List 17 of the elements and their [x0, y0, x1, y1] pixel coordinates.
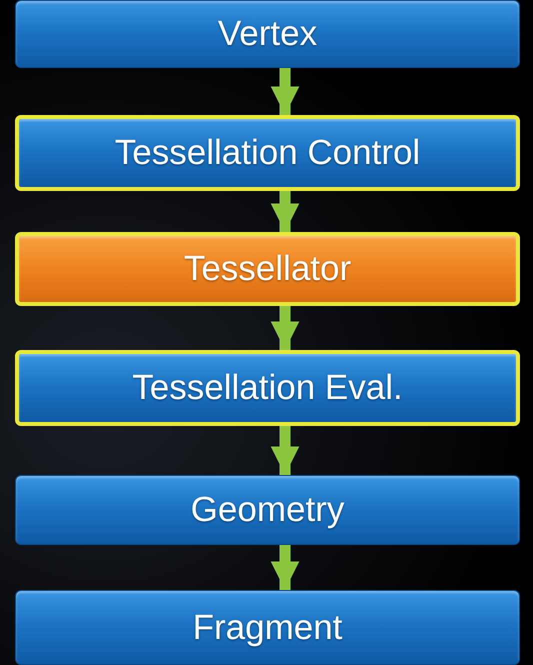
stage-label: Fragment	[192, 608, 342, 648]
stage-label: Tessellator	[184, 249, 352, 289]
stage-box	[15, 350, 520, 426]
stage-box	[15, 115, 520, 191]
arrow	[270, 68, 300, 115]
stage-box	[15, 232, 520, 306]
stage-label: Geometry	[190, 490, 344, 530]
arrow	[270, 191, 300, 232]
stage-label: Tessellation Eval.	[132, 368, 403, 408]
arrow	[270, 545, 300, 590]
stage-box	[15, 0, 520, 68]
arrow	[270, 306, 300, 350]
stage-box	[15, 590, 520, 665]
stage-label: Vertex	[218, 14, 318, 54]
stage-label: Tessellation Control	[114, 133, 420, 173]
stage-box	[15, 475, 520, 545]
arrow	[270, 426, 300, 475]
